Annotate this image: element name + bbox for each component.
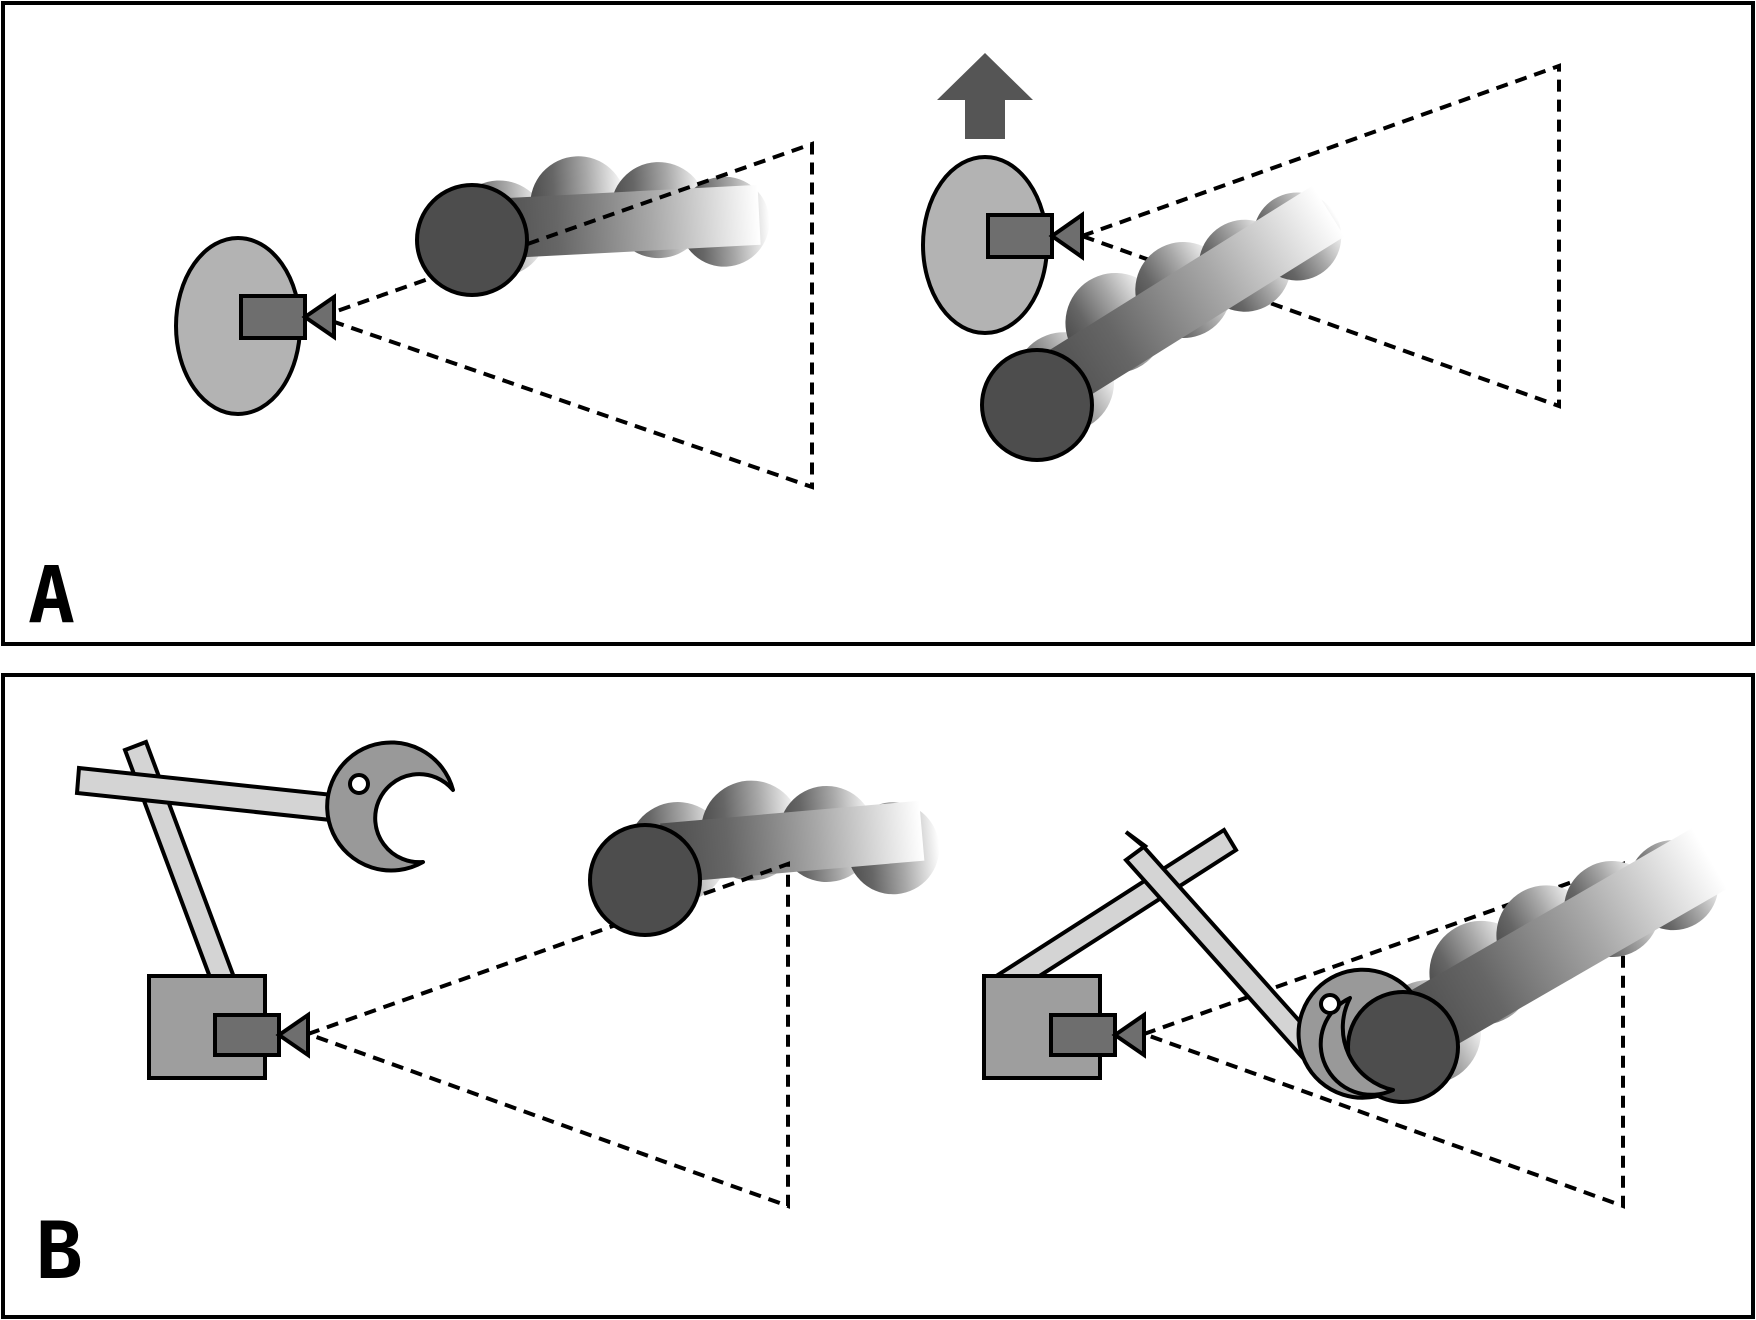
camera-icon	[213, 1011, 310, 1059]
ball-icon	[415, 183, 529, 297]
camera-icon	[986, 211, 1084, 261]
field-of-view-icon	[1138, 861, 1625, 1209]
gripper-front-jaw	[1318, 996, 1395, 1097]
ball-icon	[588, 823, 702, 937]
panel-a-scene-left	[174, 141, 814, 490]
panel-a-scene-right	[921, 53, 1561, 462]
ball-icon	[1346, 990, 1460, 1104]
ball-icon	[980, 348, 1094, 462]
panel-b-scene-left	[74, 739, 940, 1209]
gripper-sensor-icon	[348, 773, 370, 795]
camera-icon	[1049, 1011, 1146, 1059]
field-of-view-icon	[302, 861, 790, 1209]
camera-icon	[239, 293, 336, 341]
panel-a: A	[1, 1, 1755, 646]
panel-b: B	[1, 673, 1755, 1319]
field-of-view-icon	[313, 141, 814, 490]
panel-b-scene-right	[982, 827, 1728, 1209]
panel-a-label: A	[28, 551, 75, 641]
gripper-sensor-icon	[1319, 993, 1341, 1015]
up-arrow-icon	[937, 53, 1033, 139]
panel-b-label: B	[36, 1207, 83, 1297]
